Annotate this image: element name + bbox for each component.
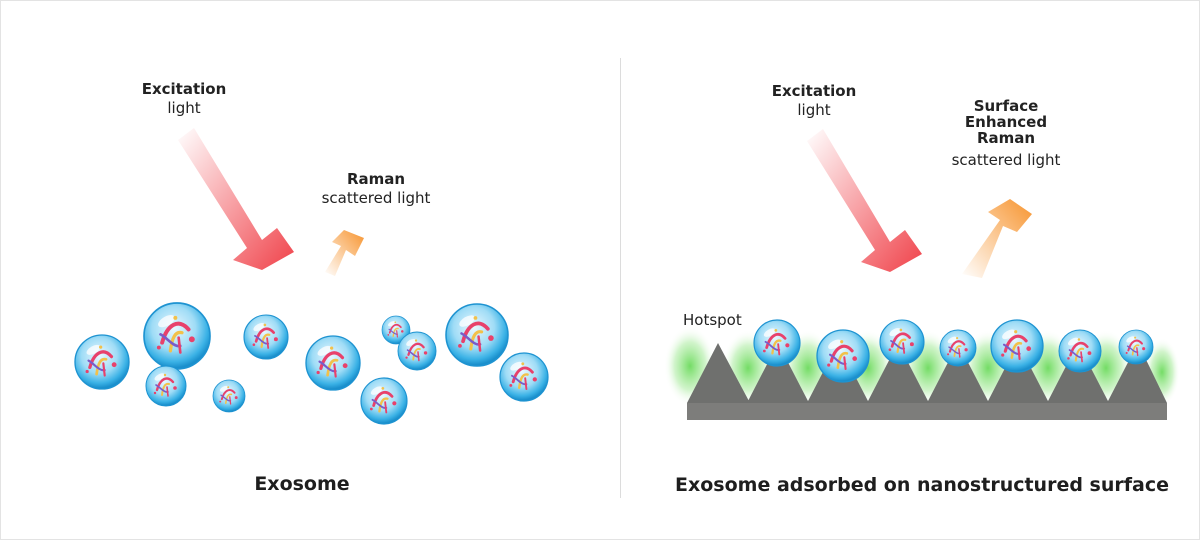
exosome bbox=[940, 330, 976, 366]
excitation-label-right: Excitation light bbox=[754, 82, 874, 120]
exosome bbox=[991, 320, 1043, 372]
exosome bbox=[306, 336, 360, 390]
exosome bbox=[144, 303, 210, 369]
excitation-label-normal: light bbox=[797, 101, 831, 119]
exosome bbox=[754, 320, 800, 366]
sers-label-right: Surface Enhanced Raman scattered light bbox=[936, 98, 1076, 168]
exosome bbox=[817, 330, 869, 382]
excitation-label-left: Excitation light bbox=[124, 80, 244, 118]
exosome bbox=[398, 332, 436, 370]
excitation-label-bold: Excitation bbox=[141, 80, 227, 98]
sers-arrow-right bbox=[962, 199, 1032, 278]
exosome bbox=[244, 315, 288, 359]
raman-label-bold: Raman bbox=[346, 170, 406, 188]
exosome bbox=[446, 304, 508, 366]
substrate-base bbox=[687, 403, 1167, 420]
excitation-arrow-left bbox=[178, 128, 294, 270]
exosome bbox=[880, 320, 924, 364]
hotspot-label: Hotspot bbox=[683, 311, 742, 329]
sers-label-normal: scattered light bbox=[951, 151, 1061, 169]
caption-nanostructured: Exosome adsorbed on nanostructured surfa… bbox=[675, 474, 1169, 496]
exosome bbox=[1059, 330, 1101, 372]
exosome-cluster-left bbox=[75, 303, 548, 424]
excitation-arrow-right bbox=[807, 129, 922, 272]
raman-label-left: Raman scattered light bbox=[306, 170, 446, 208]
exosome bbox=[500, 353, 548, 401]
raman-arrow-left bbox=[325, 230, 364, 276]
exosome bbox=[75, 335, 129, 389]
exosome bbox=[146, 366, 186, 406]
raman-label-normal: scattered light bbox=[321, 189, 431, 207]
sers-label-line2: Enhanced bbox=[964, 113, 1048, 131]
sers-label-line3: Raman bbox=[976, 129, 1036, 147]
exosome bbox=[1119, 330, 1153, 364]
sers-label-line1: Surface bbox=[973, 97, 1039, 115]
excitation-label-bold: Excitation bbox=[771, 82, 857, 100]
panel-divider bbox=[620, 58, 621, 498]
exosome bbox=[213, 380, 245, 412]
caption-exosome: Exosome bbox=[254, 473, 350, 495]
exosome bbox=[361, 378, 407, 424]
excitation-label-normal: light bbox=[167, 99, 201, 117]
nanostructured-substrate bbox=[687, 343, 1167, 420]
